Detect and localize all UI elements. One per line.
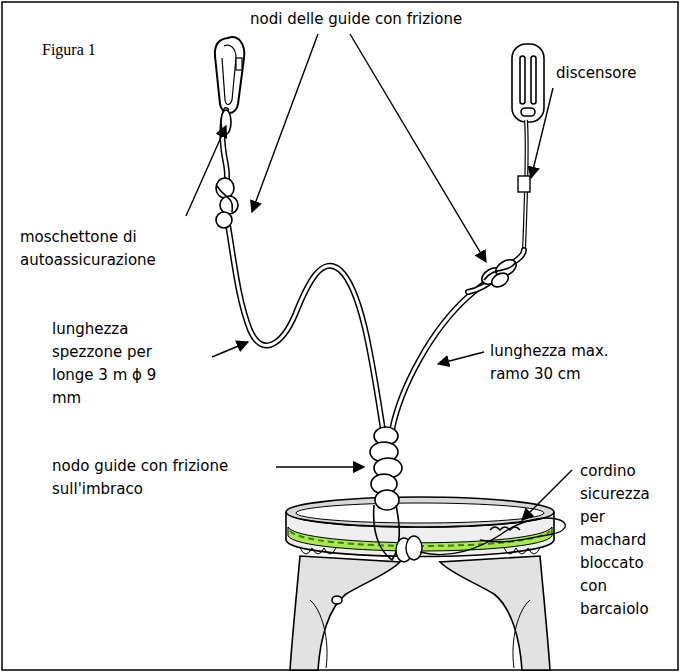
dimension-label: lunghezza spezzone per longe 3 m ϕ 9 mm <box>52 318 174 410</box>
figure-number: Figura 1 <box>36 36 102 63</box>
carabiner <box>215 37 244 113</box>
callout-title: nodi delle guide con frizione <box>250 8 510 31</box>
part-label: nodo guide con frizione sull'imbraco <box>52 455 270 501</box>
left-knot <box>216 110 238 228</box>
descender-cable <box>518 120 530 250</box>
dimension-label: lunghezza max. ramo 30 cm <box>490 340 632 386</box>
part-label: discensore <box>556 62 666 85</box>
part-label: moschettone di autoassicurazione <box>20 226 195 272</box>
harness-knot <box>370 427 402 560</box>
descender <box>512 44 544 122</box>
machard-cord <box>396 518 565 562</box>
part-label: cordino sicurezza per machard bloccato c… <box>580 460 668 621</box>
harness <box>286 497 554 670</box>
leader-arrows <box>186 34 572 520</box>
longe-rope <box>222 110 524 430</box>
